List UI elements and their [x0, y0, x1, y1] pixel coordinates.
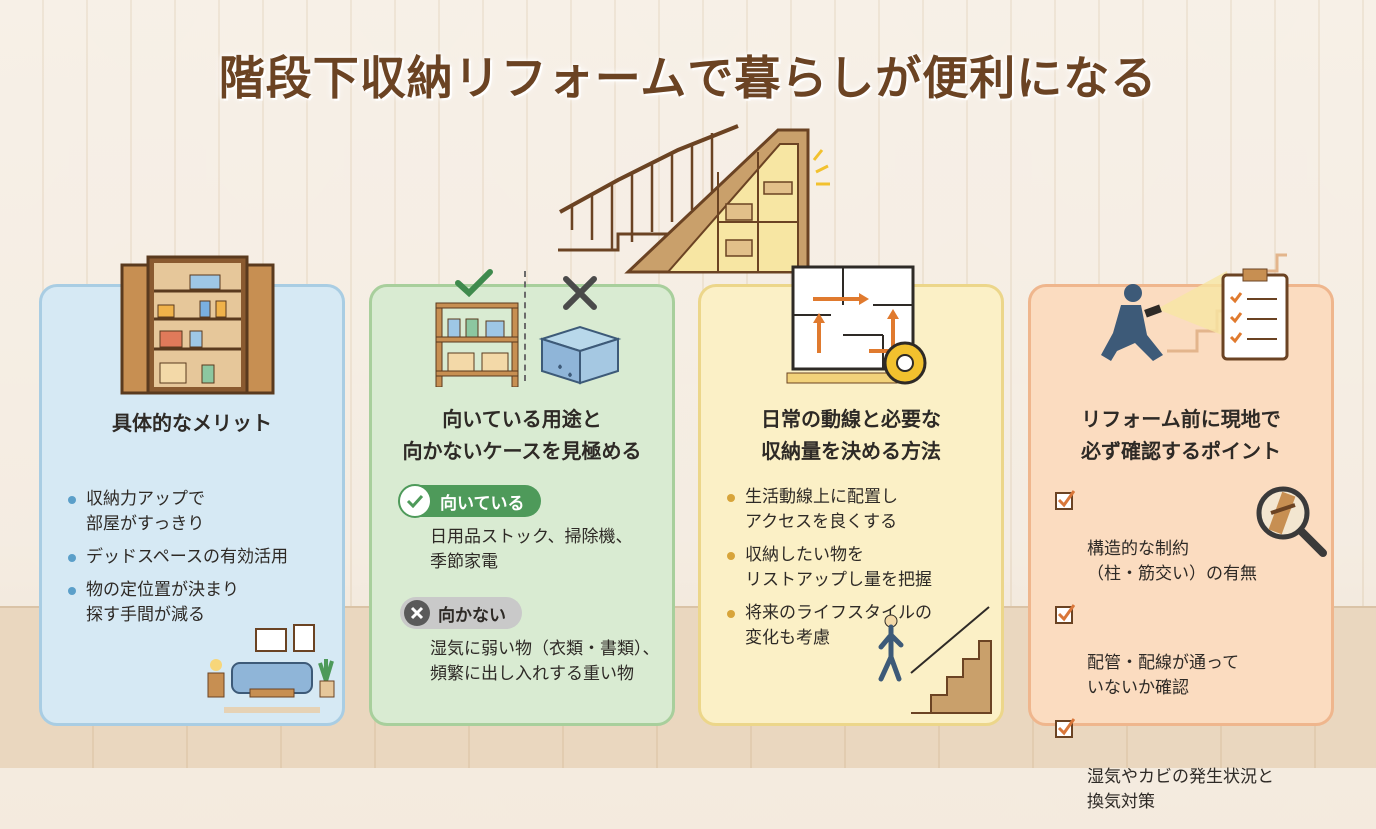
cross-circle-icon [404, 600, 430, 626]
suitable-badge: 向いている [398, 484, 541, 518]
list-item: 構造的な制約 （柱・筋交い）の有無 [1055, 487, 1321, 587]
shelf-icon [435, 302, 519, 387]
checkbox-icon [1055, 604, 1075, 624]
merit-list: 収納力アップで 部屋がすっきり デッドスペースの有効活用 物の定位置が決まり 探… [64, 487, 332, 636]
unsuitable-badge: 向かない [400, 597, 522, 629]
worker-flashlight-icon [1101, 253, 1289, 361]
card-title: 日常の動線と必要な 収納量を決める方法 [761, 407, 941, 463]
bullet-icon [727, 552, 735, 560]
unsuitable-text: 湿気に弱い物（衣類・書類）、 頻繁に出し入れする重い物 [430, 639, 660, 684]
suitability-card: 向いている用途と 向かないケースを見極める 向いている 日用品ストック、掃除機、… [369, 269, 675, 726]
list-item: 配管・配線が通って いないか確認 [1055, 601, 1321, 701]
card-title: リフォーム前に現地で 必ず確認するポイント [1081, 407, 1281, 463]
suitable-text: 日用品ストック、掃除機、 季節家電 [430, 527, 633, 572]
inspection-card: リフォーム前に現地で 必ず確認するポイント 構造的な制約 （柱・筋交い）の有無 … [1028, 253, 1334, 812]
check-icon [455, 269, 493, 297]
merit-card: 具体的なメリット 収納力アップで 部屋がすっきり デッドスペースの有効活用 物の… [39, 255, 345, 726]
walking-person-icon [878, 606, 992, 714]
divider [524, 271, 526, 381]
list-item: デッドスペースの有効活用 [64, 545, 332, 570]
stair-storage-icon [558, 124, 830, 274]
bullet-icon [68, 554, 76, 562]
bullet-icon [727, 610, 735, 618]
page-title: 階段下収納リフォームで暮らしが便利になる [218, 51, 1158, 105]
list-item: 湿気やカビの発生状況と 換気対策 [1055, 715, 1321, 815]
list-item: 生活動線上に配置し アクセスを良くする [723, 485, 991, 535]
checkbox-icon [1055, 490, 1075, 510]
checkbox-icon [1055, 718, 1075, 738]
card-title: 具体的なメリット [112, 411, 272, 435]
list-item: 収納力アップで 部屋がすっきり [64, 487, 332, 537]
list-item: 収納したい物を リストアップし量を把握 [723, 543, 991, 593]
wet-box-icon [538, 325, 622, 385]
living-room-icon [207, 624, 335, 713]
floor-plan-icon [786, 265, 927, 385]
bullet-icon [68, 587, 76, 595]
planning-card: 日常の動線と必要な 収納量を決める方法 生活動線上に配置し アクセスを良くする … [698, 265, 1004, 726]
bullet-icon [727, 494, 735, 502]
list-item: 物の定位置が決まり 探す手間が減る [64, 578, 332, 628]
card-title: 向いている用途と 向かないケースを見極める [402, 407, 642, 463]
cabinet-icon [120, 255, 275, 395]
magnifier-icon [1256, 486, 1327, 557]
bullet-icon [68, 496, 76, 504]
cross-icon [563, 276, 597, 310]
check-circle-icon [398, 484, 432, 518]
